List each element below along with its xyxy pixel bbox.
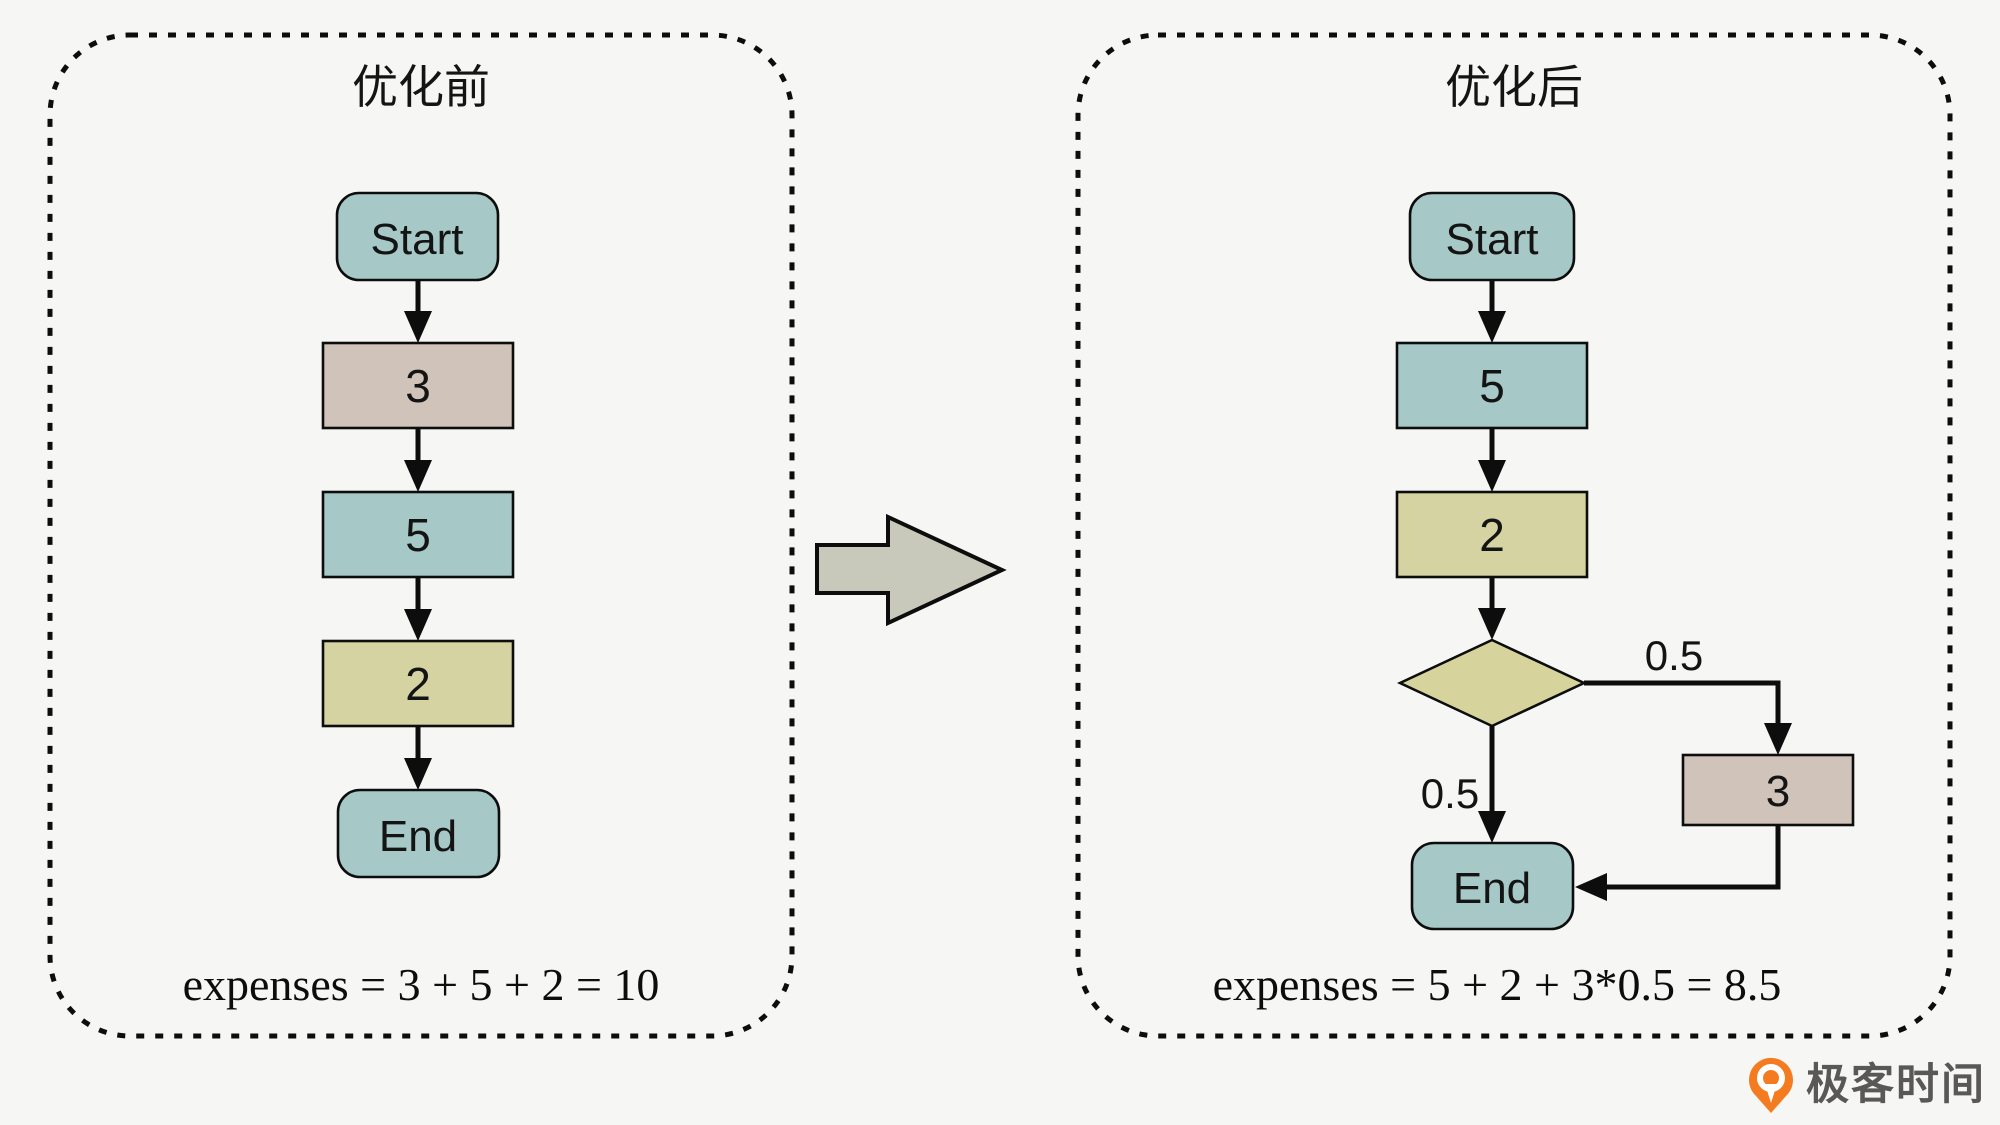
- panel-before-title: 优化前: [352, 61, 490, 113]
- after-edge-step1-step2-arrowhead: [1478, 460, 1506, 492]
- after-end-label: End: [1453, 864, 1531, 913]
- after-edge-decision-branch-arrowhead: [1764, 723, 1792, 755]
- before-step1-node: [321, 341, 515, 430]
- panel-after-dashed-border: [1075, 32, 1953, 1039]
- after-branch-right-probability-label: 0.5: [1645, 632, 1703, 679]
- before-end-label: End: [379, 812, 457, 861]
- before-step3-node: [321, 639, 515, 728]
- after-decision-diamond: [1396, 638, 1588, 728]
- before-start-node: [335, 191, 500, 282]
- panel-before-dashed-border: [47, 32, 795, 1039]
- after-end-node: [1410, 841, 1575, 931]
- after-edge-decision-end-arrowhead: [1478, 811, 1506, 843]
- after-start-label: Start: [1446, 215, 1539, 264]
- after-edge-step2-decision-arrowhead: [1478, 608, 1506, 640]
- before-step2-node: [321, 490, 515, 579]
- after-step2-node: [1395, 490, 1589, 579]
- transform-arrow-icon: [815, 513, 1007, 627]
- before-edge-step2-step3-arrowhead: [404, 609, 432, 641]
- before-step3-label: 2: [405, 658, 431, 710]
- before-step2-label: 5: [405, 509, 431, 561]
- after-formula: expenses = 5 + 2 + 3*0.5 = 8.5: [1213, 959, 1782, 1010]
- before-edge-start-step1-arrowhead: [404, 311, 432, 343]
- after-step1-node: [1395, 341, 1589, 430]
- after-edge-branch-end-arrowhead: [1575, 873, 1607, 901]
- after-branch-node: [1681, 753, 1855, 827]
- geektime-brand-text: 极客时间: [1806, 1061, 1986, 1109]
- before-step1-label: 3: [405, 360, 431, 412]
- before-edge-step1-step2-arrowhead: [404, 460, 432, 492]
- panel-after: 优化后 Start 5 2 0.5 3 0.5: [1075, 32, 1953, 1039]
- after-branch-down-probability-label: 0.5: [1421, 770, 1479, 817]
- after-edge-branch-end: [1607, 825, 1781, 890]
- geektime-logo: 极客时间: [1749, 1057, 1986, 1113]
- after-start-node: [1408, 191, 1576, 282]
- before-formula: expenses = 3 + 5 + 2 = 10: [183, 959, 660, 1010]
- panel-before: 优化前 Start 3 5 2 End expenses = 3 + 5 + 2…: [47, 32, 795, 1039]
- panel-after-title: 优化后: [1445, 61, 1583, 113]
- after-step2-label: 2: [1479, 509, 1505, 561]
- before-edge-step3-end-arrowhead: [404, 758, 432, 790]
- after-step1-label: 5: [1479, 360, 1505, 412]
- after-edge-decision-branch: [1584, 680, 1781, 725]
- geektime-logo-tail-icon: [1765, 1084, 1777, 1103]
- after-branch-label: 3: [1766, 767, 1790, 816]
- before-start-label: Start: [371, 215, 464, 264]
- before-end-node: [336, 788, 501, 879]
- after-edge-start-step1-arrowhead: [1478, 311, 1506, 343]
